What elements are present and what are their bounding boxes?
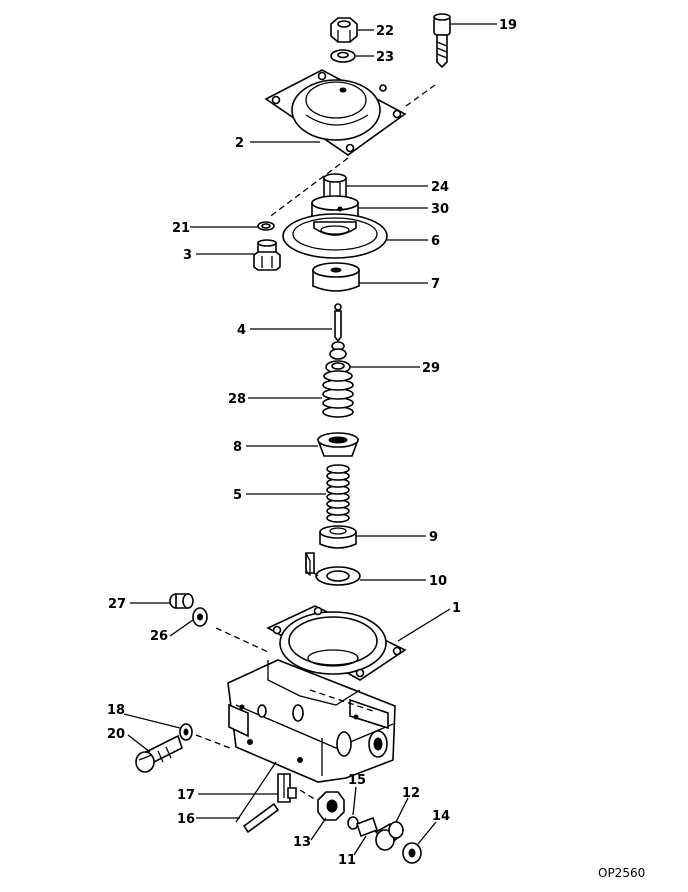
- callout-7: 7: [431, 277, 440, 292]
- part-22-nut: [330, 17, 358, 43]
- callout-14: 14: [432, 809, 450, 824]
- callout-2: 2: [235, 136, 244, 151]
- part-28-spring: [322, 370, 354, 418]
- callout-10: 10: [429, 574, 447, 589]
- part-26-washer: [192, 607, 208, 627]
- part-2-cover: [264, 69, 407, 156]
- part-16-pin: [242, 802, 280, 834]
- part-12-cap: [374, 821, 404, 851]
- callout-11: 11: [338, 853, 356, 868]
- callout-18: 18: [107, 703, 125, 718]
- part-14-washer: [402, 842, 422, 864]
- callout-30: 30: [431, 202, 449, 217]
- callout-27: 27: [108, 597, 126, 612]
- callout-15: 15: [348, 773, 366, 788]
- part-8-retainer: [316, 432, 360, 457]
- part-24-plug: [323, 173, 347, 201]
- callout-22: 22: [376, 24, 394, 39]
- callout-1: 1: [452, 601, 461, 616]
- part-10-bracket: [305, 552, 361, 586]
- callout-6: 6: [431, 234, 440, 249]
- leader-lines: [123, 23, 497, 856]
- callout-3: 3: [183, 248, 192, 263]
- callout-28: 28: [228, 392, 246, 407]
- callout-21: 21: [172, 221, 190, 236]
- callout-4: 4: [237, 323, 246, 338]
- callout-19: 19: [499, 18, 517, 33]
- part-19-bolt: [433, 13, 451, 69]
- part-5-spring: [326, 464, 350, 523]
- part-23-washer: [330, 49, 356, 63]
- callout-16: 16: [177, 812, 195, 827]
- callout-5: 5: [233, 488, 242, 503]
- part-6-diaphragm: [282, 213, 388, 259]
- part-20-bolt: [135, 734, 183, 773]
- callout-23: 23: [376, 50, 394, 65]
- assembly-lines: [195, 84, 436, 801]
- part-3-plug: [253, 239, 281, 271]
- part-27-plug: [169, 593, 194, 609]
- callout-17: 17: [177, 788, 195, 803]
- callout-29: 29: [422, 361, 440, 376]
- part-21-o-ring: [257, 221, 275, 231]
- callout-9: 9: [429, 530, 438, 545]
- callout-12: 12: [402, 786, 420, 801]
- callout-26: 26: [150, 629, 168, 644]
- part-4-push-rod: [329, 303, 347, 360]
- part-11-pin: [355, 816, 379, 838]
- figure-reference-code: OP2560: [598, 866, 645, 880]
- callout-labels: 22 19 23 2 24 30 21 6 3 7 4 29 28 8 5 9 …: [107, 18, 517, 868]
- part-1-body: [227, 605, 407, 783]
- part-17-clip: [277, 773, 297, 803]
- part-13-nut: [317, 791, 345, 821]
- part-18-washer: [179, 723, 193, 741]
- part-15-o-ring: [347, 816, 359, 830]
- callout-8: 8: [233, 440, 242, 455]
- callout-13: 13: [293, 835, 311, 850]
- callout-24: 24: [431, 180, 449, 195]
- callout-20: 20: [107, 727, 125, 742]
- part-7-seat: [312, 262, 360, 292]
- part-9-seat: [319, 525, 357, 549]
